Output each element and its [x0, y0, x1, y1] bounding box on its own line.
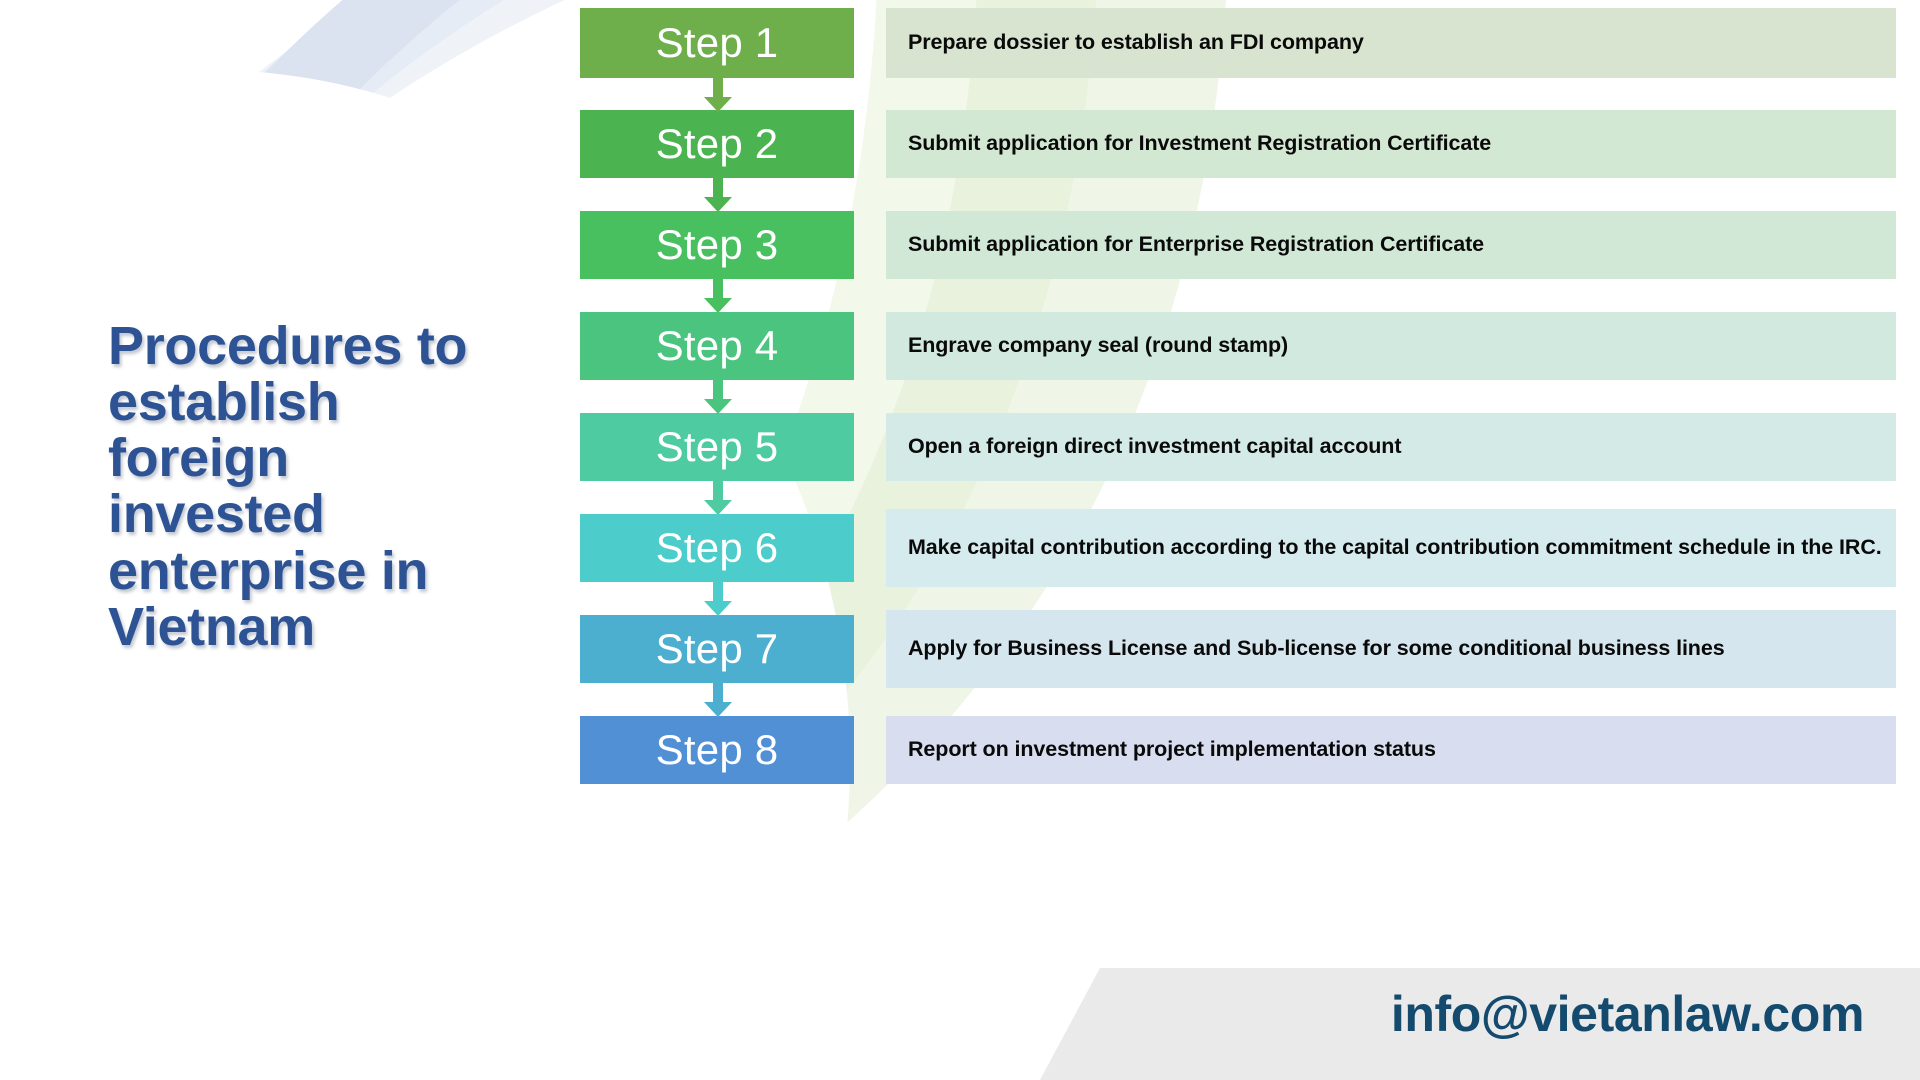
step-description-text-8: Report on investment project implementat… — [908, 737, 1436, 762]
step-box-4[interactable]: Step 4 — [580, 312, 854, 380]
step-label-7: Step 7 — [655, 625, 779, 672]
flow-arrow-2 — [704, 178, 732, 212]
flow-arrow-6 — [704, 582, 732, 616]
step-description-2[interactable]: Submit application for Investment Regist… — [886, 110, 1896, 178]
step-description-7[interactable]: Apply for Business License and Sub-licen… — [886, 610, 1896, 688]
step-description-8[interactable]: Report on investment project implementat… — [886, 716, 1896, 784]
step-description-6[interactable]: Make capital contribution according to t… — [886, 509, 1896, 587]
step-label-2: Step 2 — [655, 120, 779, 167]
step-box-5[interactable]: Step 5 — [580, 413, 854, 481]
step-description-text-6: Make capital contribution according to t… — [908, 535, 1882, 560]
step-box-3[interactable]: Step 3 — [580, 211, 854, 279]
step-label-1: Step 1 — [655, 19, 779, 66]
step-label-6: Step 6 — [655, 524, 779, 571]
step-box-1[interactable]: Step 1 — [580, 8, 854, 78]
step-description-text-1: Prepare dossier to establish an FDI comp… — [908, 30, 1364, 55]
flow-arrow-4 — [704, 380, 732, 414]
step-box-8[interactable]: Step 8 — [580, 716, 854, 784]
step-description-text-4: Engrave company seal (round stamp) — [908, 333, 1289, 358]
step-label-8: Step 8 — [655, 726, 779, 773]
page-title-text: Procedures to establish foreign invested… — [108, 316, 468, 657]
step-description-text-2: Submit application for Investment Regist… — [908, 131, 1492, 156]
flow-arrow-1 — [704, 78, 732, 112]
flow-arrow-3 — [704, 279, 732, 313]
step-description-text-7: Apply for Business License and Sub-licen… — [908, 636, 1725, 661]
page-title: Procedures to establish foreign invested… — [108, 318, 488, 655]
step-label-5: Step 5 — [655, 423, 779, 470]
step-description-1[interactable]: Prepare dossier to establish an FDI comp… — [886, 8, 1896, 78]
step-label-3: Step 3 — [655, 221, 779, 268]
footer-banner-shape — [1040, 968, 1920, 1080]
step-box-6[interactable]: Step 6 — [580, 514, 854, 582]
step-label-4: Step 4 — [655, 322, 779, 369]
flow-arrow-7 — [704, 683, 732, 717]
step-box-2[interactable]: Step 2 — [580, 110, 854, 178]
contact-email[interactable]: info@vietanlaw.com — [1390, 986, 1865, 1042]
flow-arrow-5 — [704, 481, 732, 515]
step-description-4[interactable]: Engrave company seal (round stamp) — [886, 312, 1896, 380]
step-description-5[interactable]: Open a foreign direct investment capital… — [886, 413, 1896, 481]
step-box-7[interactable]: Step 7 — [580, 615, 854, 683]
step-description-text-3: Submit application for Enterprise Regist… — [908, 232, 1484, 257]
step-description-3[interactable]: Submit application for Enterprise Regist… — [886, 211, 1896, 279]
step-description-text-5: Open a foreign direct investment capital… — [908, 434, 1402, 459]
